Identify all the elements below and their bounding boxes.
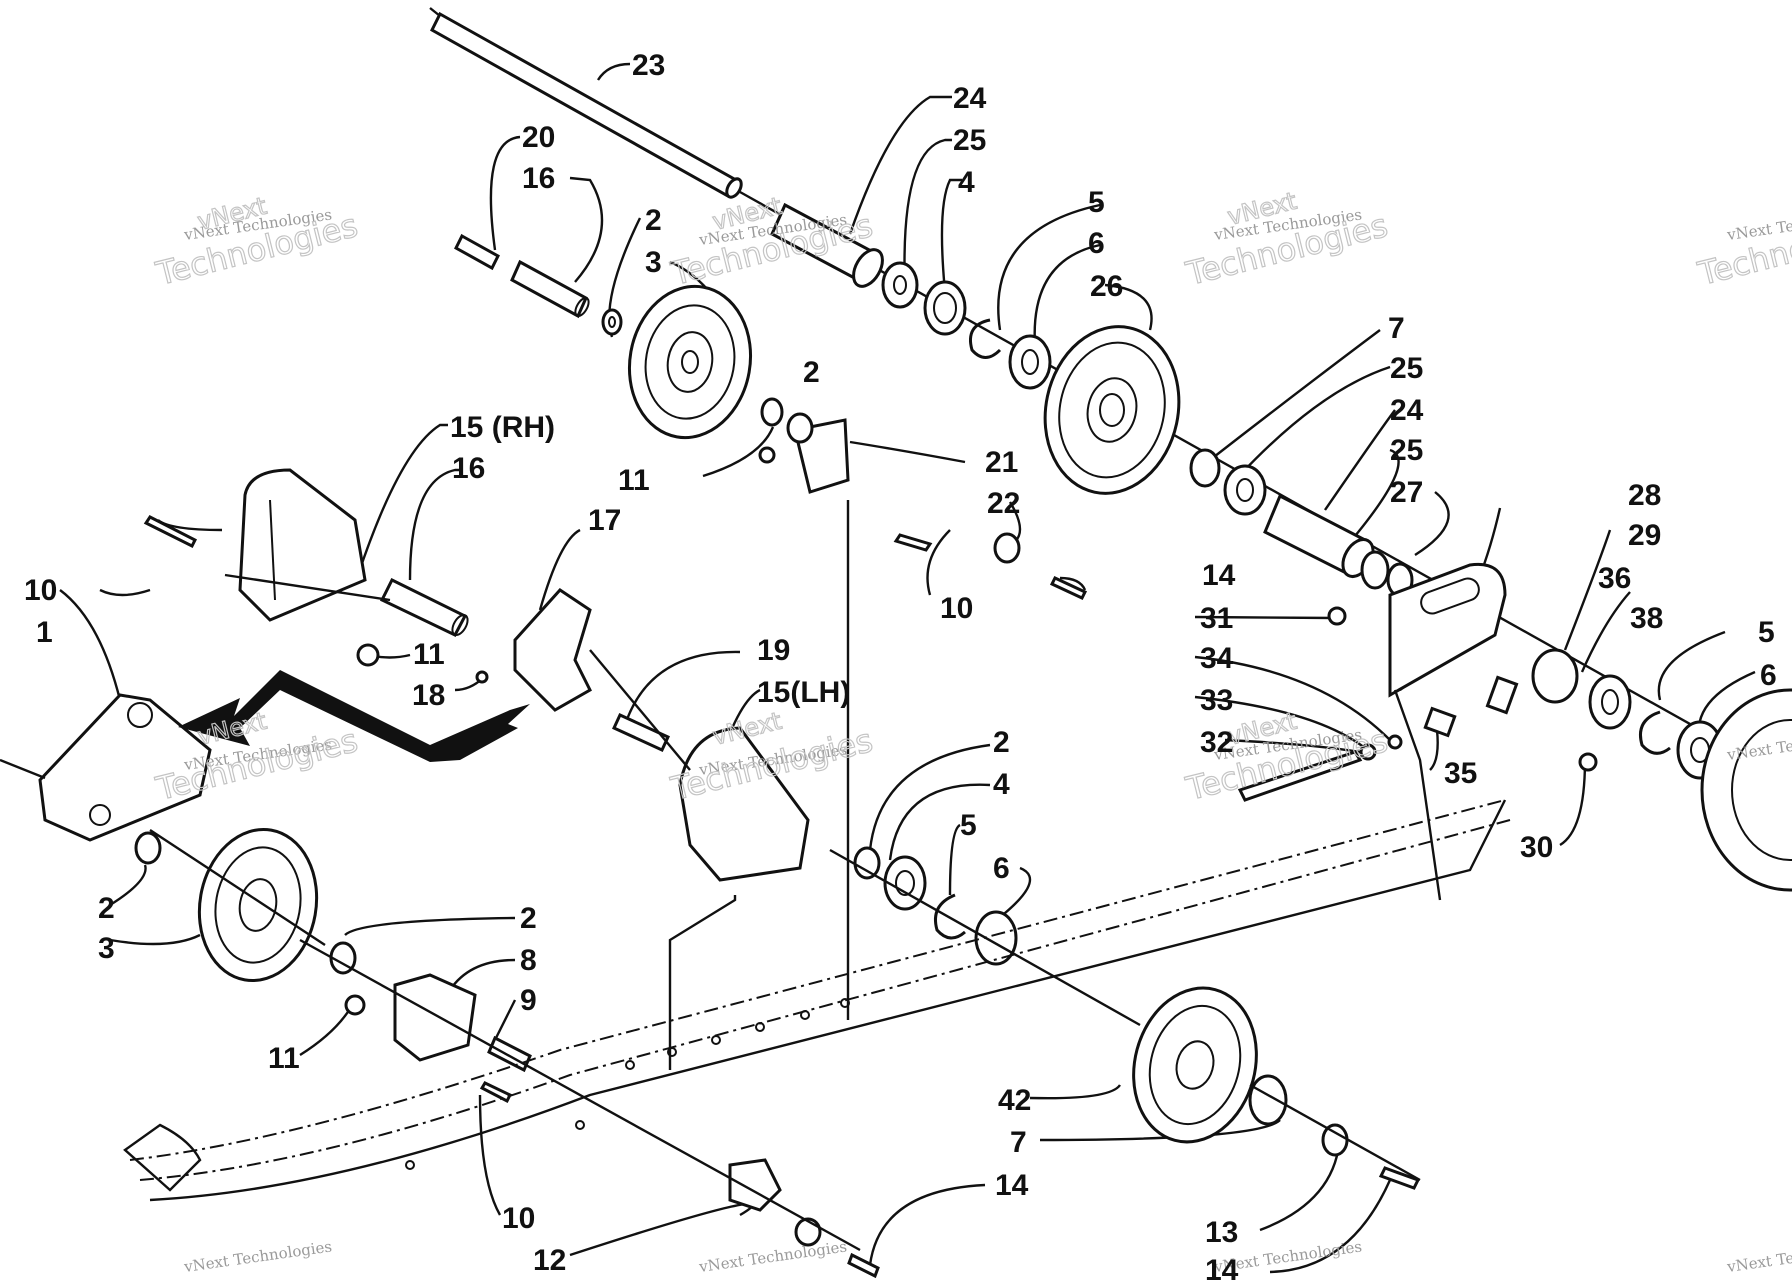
part-label: 10 — [940, 592, 973, 625]
part-label: 42 — [998, 1084, 1031, 1117]
part-label: 11 — [268, 1042, 300, 1075]
watermark: vNext Technologies — [1725, 1237, 1792, 1276]
part-label: 20 — [522, 121, 555, 154]
part-label: 25 — [1390, 434, 1423, 467]
part-label: 2 — [645, 204, 662, 237]
part-label: 23 — [632, 49, 665, 82]
part-label: 14 — [1205, 1254, 1239, 1280]
part-label: 3 — [645, 246, 662, 279]
part-label: 2 — [993, 726, 1010, 759]
part-label: 4 — [958, 166, 975, 199]
part-label: 29 — [1628, 519, 1661, 552]
part-label: 18 — [412, 679, 445, 712]
part-label: 26 — [1090, 270, 1123, 303]
watermark: vNext Technologies — [697, 1237, 848, 1276]
part-label: 16 — [452, 452, 485, 485]
direction-arrow — [178, 670, 530, 762]
parts — [0, 202, 1792, 1279]
part-label: 19 — [757, 634, 790, 667]
part-label: 2 — [803, 356, 820, 389]
part-label: 3 — [98, 932, 115, 965]
part-labels: 23 24 25 4 5 6 20 16 2 3 26 7 2 25 24 25… — [24, 49, 1777, 1280]
part-label: 16 — [522, 162, 555, 195]
part-label: 2 — [98, 892, 115, 925]
part-label: 10 — [502, 1202, 535, 1235]
part-label: 5 — [1088, 186, 1105, 219]
part-label: 25 — [1390, 352, 1423, 385]
part-label: 30 — [1520, 831, 1553, 864]
part-label: 4 — [993, 768, 1010, 801]
part-label: 6 — [1760, 659, 1777, 692]
part-label: 2 — [520, 902, 537, 935]
part-label: 38 — [1630, 602, 1663, 635]
part-label: 36 — [1598, 562, 1631, 595]
part-label: 14 — [1202, 559, 1236, 592]
part-label: 14 — [995, 1169, 1029, 1202]
slide-rail — [123, 799, 1511, 1202]
part-label: 17 — [588, 504, 621, 537]
leader-lines — [59, 62, 1756, 1274]
part-label: 33 — [1200, 684, 1233, 717]
part-label: 8 — [520, 944, 537, 977]
part-label: 5 — [960, 809, 977, 842]
part-label: 15 (RH) — [450, 411, 555, 444]
part-label: 5 — [1758, 616, 1775, 649]
part-label: 21 — [985, 446, 1018, 479]
part-label: 9 — [520, 984, 537, 1017]
part-label: 32 — [1200, 726, 1233, 759]
part-label: 12 — [533, 1244, 566, 1277]
part-label: 6 — [1088, 227, 1105, 260]
watermark: vNext Technologies — [182, 1237, 333, 1276]
part-label: 31 — [1200, 602, 1233, 635]
part-label: 1 — [36, 616, 53, 649]
part-label: 11 — [618, 464, 650, 497]
part-label: 24 — [953, 82, 987, 115]
part-label: 25 — [953, 124, 986, 157]
part-label: 13 — [1205, 1216, 1238, 1249]
part-label: 22 — [987, 487, 1020, 520]
part-label: 6 — [993, 852, 1010, 885]
part-label: 24 — [1390, 394, 1424, 427]
part-label: 34 — [1200, 642, 1234, 675]
part-label: 27 — [1390, 476, 1423, 509]
part-label: 15(LH) — [757, 676, 850, 709]
part-label: 7 — [1010, 1126, 1027, 1159]
part-label: 28 — [1628, 479, 1661, 512]
part-label: 10 — [24, 574, 57, 607]
part-label: 11 — [413, 638, 445, 671]
part-label: 35 — [1444, 757, 1477, 790]
part-label: 7 — [1388, 312, 1405, 345]
